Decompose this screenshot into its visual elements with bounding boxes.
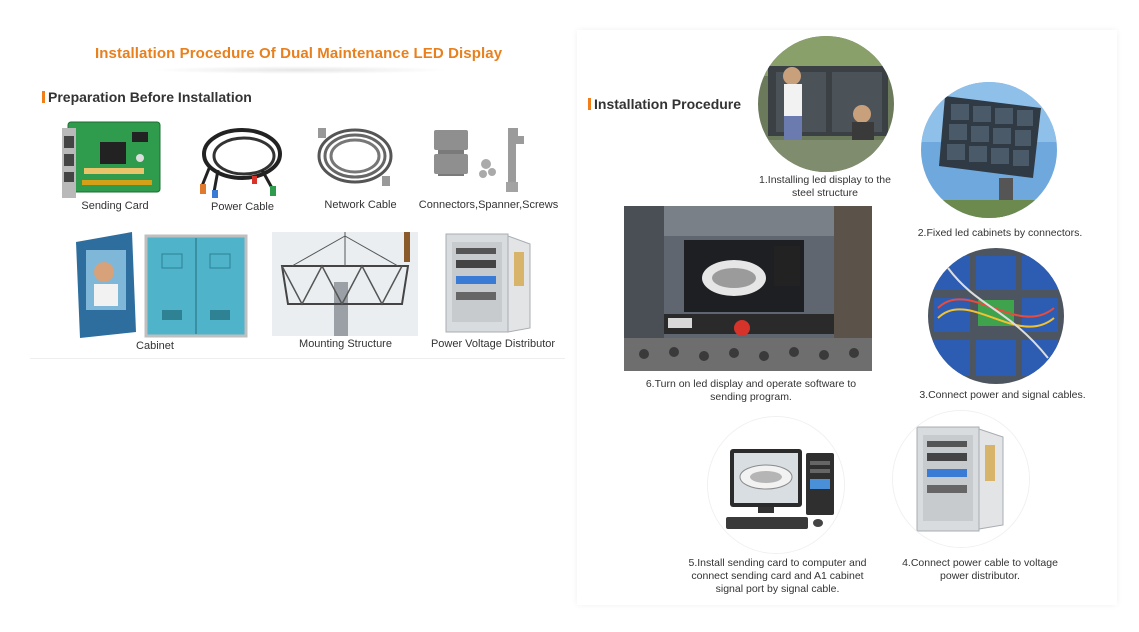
step6-caption-line2: sending program.	[710, 391, 792, 403]
network-cable-image	[310, 120, 400, 195]
network-cable-label: Network Cable	[324, 199, 397, 211]
step2-caption: 2.Fixed led cabinets by connectors.	[905, 227, 1095, 240]
title-underline-shadow	[150, 66, 450, 74]
connectors-image	[428, 122, 538, 197]
step3-caption: 3.Connect power and signal cables.	[905, 389, 1100, 402]
preparation-heading: Preparation Before Installation	[42, 89, 252, 105]
step4-caption-line1: 4.Connect power cable to voltage	[902, 557, 1058, 569]
procedure-heading: Installation Procedure	[588, 96, 741, 112]
step5-image	[707, 416, 845, 554]
mounting-structure-image	[272, 232, 418, 336]
procedure-heading-text: Installation Procedure	[594, 96, 742, 112]
step2-image	[921, 82, 1057, 218]
step1-image	[758, 36, 894, 172]
power-distributor-image	[442, 232, 534, 336]
step6-image	[624, 206, 872, 371]
step4-caption-line2: power distributor.	[940, 570, 1020, 582]
mounting-structure-label: Mounting Structure	[299, 338, 392, 350]
preparation-divider	[30, 358, 565, 359]
sending-card-label: Sending Card	[81, 200, 149, 212]
power-cable-label: Power Cable	[211, 201, 274, 213]
step6-caption: 6.Turn on led display and operate softwa…	[632, 378, 870, 404]
step5-caption-line1: 5.Install sending card to computer and	[688, 557, 867, 569]
heading-bar-icon	[42, 91, 45, 103]
step3-image	[928, 248, 1064, 384]
step5-caption-line3: signal port by signal cable.	[715, 583, 840, 595]
cabinet-label: Cabinet	[136, 340, 174, 352]
heading-bar-icon	[588, 98, 591, 110]
step2-caption-line1: 2.Fixed led cabinets by connectors.	[917, 227, 1083, 239]
step3-caption-line1: 3.Connect power and signal cables.	[919, 389, 1086, 401]
step6-caption-line1: 6.Turn on led display and operate softwa…	[645, 378, 857, 390]
step4-caption: 4.Connect power cable to voltage power d…	[885, 557, 1075, 583]
page-title: Installation Procedure Of Dual Maintenan…	[95, 45, 503, 62]
step1-caption-line2: steel structure	[792, 187, 858, 199]
step1-caption-line1: 1.Installing led display to the	[759, 174, 891, 186]
step4-image	[892, 410, 1030, 548]
preparation-heading-text: Preparation Before Installation	[48, 89, 252, 105]
cabinet-image	[72, 232, 250, 344]
sending-card-image	[60, 118, 165, 206]
step5-caption: 5.Install sending card to computer and c…	[670, 557, 885, 596]
power-distributor-label: Power Voltage Distributor	[430, 338, 556, 350]
power-cable-image	[192, 120, 292, 200]
step5-caption-line2: connect sending card and A1 cabinet	[691, 570, 864, 582]
step1-caption: 1.Installing led display to the steel st…	[745, 174, 905, 200]
connectors-label: Connectors,Spanner,Screws	[418, 199, 559, 211]
